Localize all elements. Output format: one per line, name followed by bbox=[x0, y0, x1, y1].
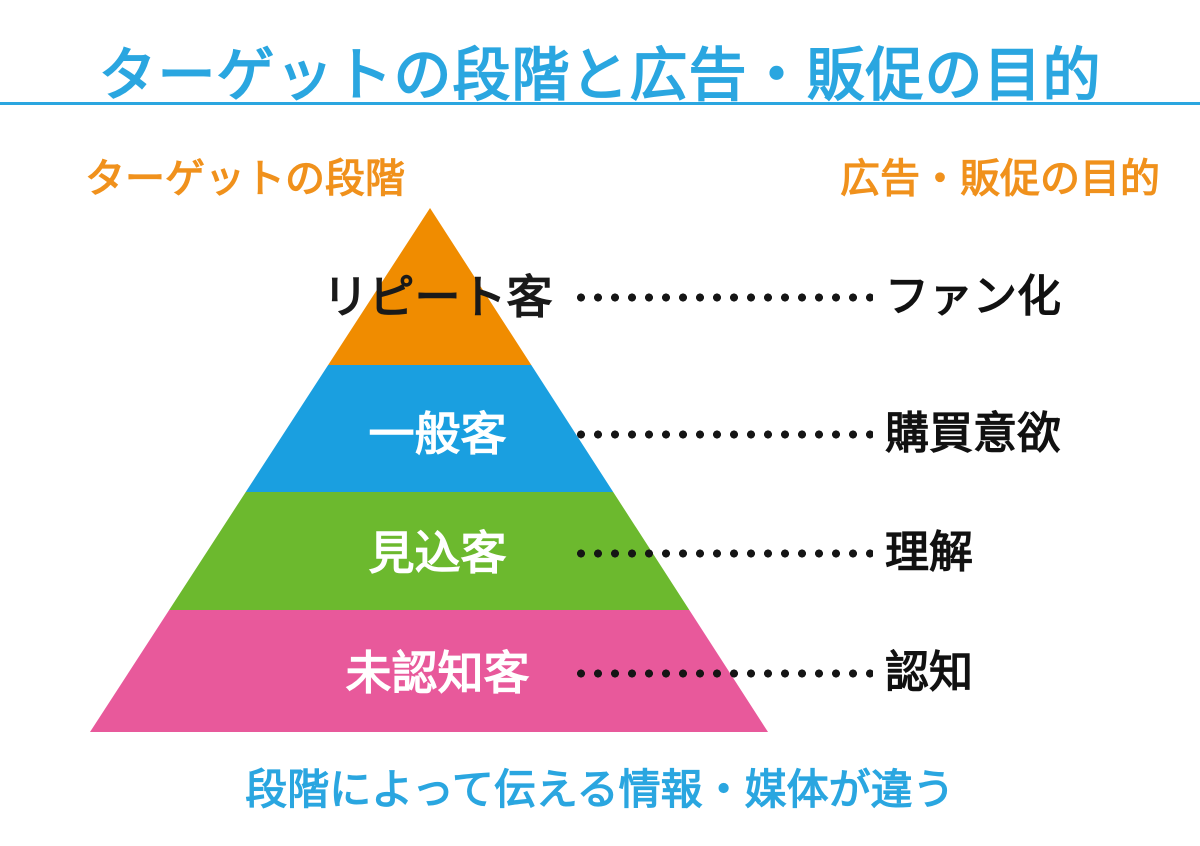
purpose-label: 購買意欲 bbox=[885, 409, 1061, 458]
page-title: ターゲットの段階と広告・販促の目的 bbox=[98, 43, 1102, 108]
dotted-leader bbox=[573, 429, 873, 439]
stage-label: リピート客 bbox=[322, 271, 553, 323]
funnel-row-unaware-customer: 未認知客 認知 bbox=[310, 643, 1160, 703]
funnel-row-general-customer: 一般客 購買意欲 bbox=[310, 404, 1160, 464]
purpose-label: ファン化 bbox=[885, 272, 1061, 321]
purpose-label: 認知 bbox=[885, 648, 973, 697]
purpose-label: 理解 bbox=[885, 528, 973, 577]
column-header-ad-purpose: 広告・販促の目的 bbox=[840, 157, 1160, 201]
funnel-row-prospect: 見込客 理解 bbox=[310, 523, 1160, 583]
title-underline bbox=[0, 102, 1200, 105]
column-header-target-stages: ターゲットの段階 bbox=[85, 157, 405, 201]
stage-label: 未認知客 bbox=[345, 647, 530, 699]
footer-note: 段階によって伝える情報・媒体が違う bbox=[245, 766, 955, 813]
dotted-leader bbox=[573, 668, 873, 678]
dotted-leader bbox=[573, 292, 873, 302]
funnel-row-repeat-customer: リピート客 ファン化 bbox=[310, 267, 1160, 327]
dotted-leader bbox=[573, 548, 873, 558]
stage-label: 見込客 bbox=[368, 527, 507, 579]
stage-label: 一般客 bbox=[368, 408, 507, 460]
